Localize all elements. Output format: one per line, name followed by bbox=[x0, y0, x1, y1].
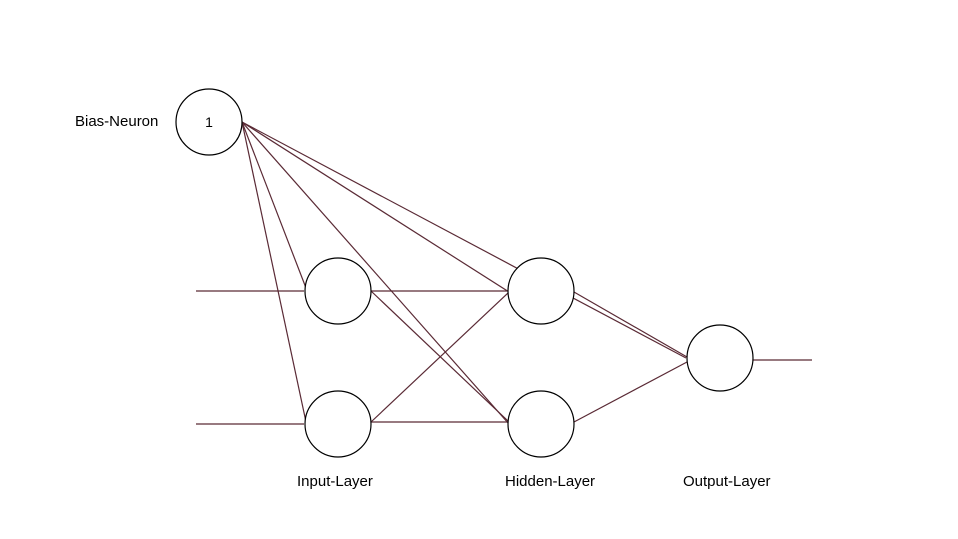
edge-bias-output bbox=[241, 121, 687, 359]
edge-bias-input1 bbox=[241, 121, 307, 289]
input-node-2 bbox=[304, 390, 372, 458]
hidden-node-2 bbox=[507, 390, 575, 458]
edge-bias-hidden1 bbox=[241, 121, 510, 293]
bias-value: 1 bbox=[205, 114, 213, 130]
edge-bias-input2 bbox=[241, 121, 307, 423]
hidden-node-1 bbox=[507, 257, 575, 325]
output-layer-label: Output-Layer bbox=[683, 473, 771, 490]
edge-input2-hidden1 bbox=[370, 291, 510, 423]
edge-bias-hidden2 bbox=[241, 121, 510, 425]
hidden-layer-label: Hidden-Layer bbox=[505, 473, 595, 490]
output-node bbox=[686, 324, 754, 392]
edge-hidden2-output bbox=[573, 361, 688, 423]
bias-neuron-node bbox=[175, 88, 243, 156]
input-layer-label: Input-Layer bbox=[297, 473, 373, 490]
bias-neuron-label: Bias-Neuron bbox=[75, 113, 158, 130]
edge-hidden1-output bbox=[573, 291, 688, 358]
input-node-1 bbox=[304, 257, 372, 325]
